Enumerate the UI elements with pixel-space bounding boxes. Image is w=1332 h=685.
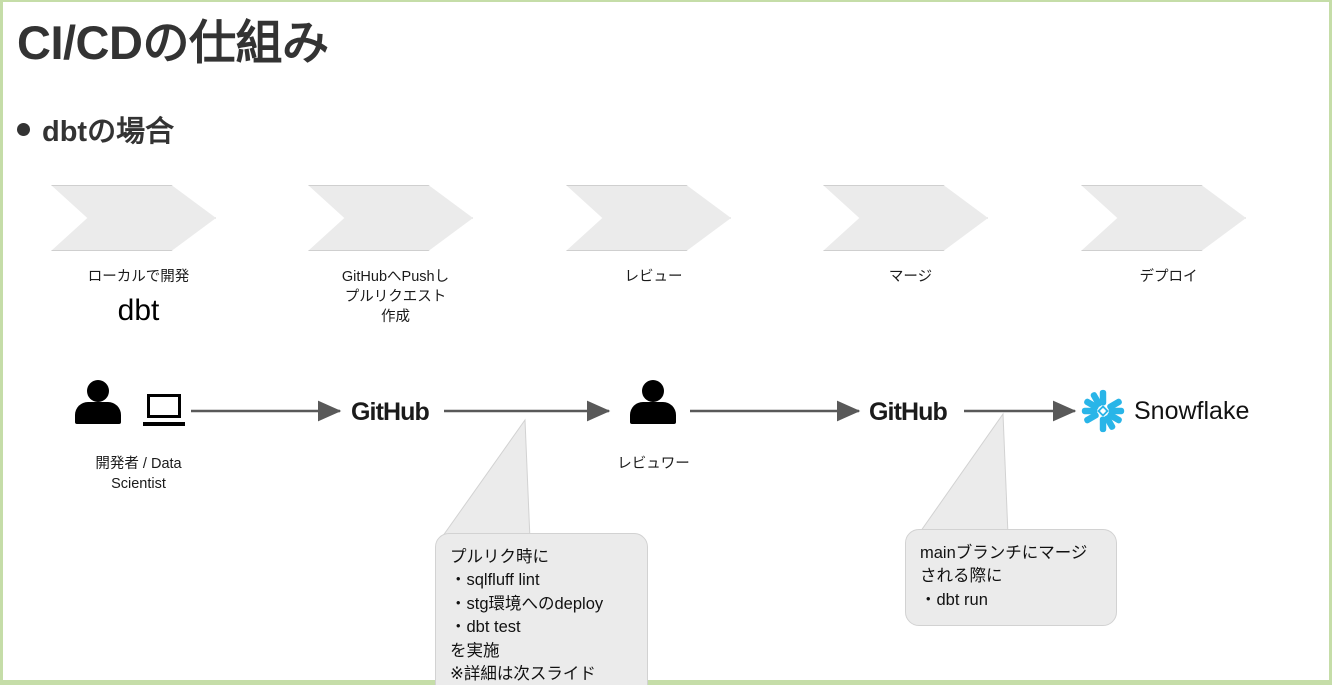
person-head [642, 380, 664, 402]
github-wordmark-1: GitHub [351, 398, 430, 426]
github-wordmark-2: GitHub [869, 398, 948, 426]
person-icon [630, 380, 676, 424]
snowflake-icon [1081, 389, 1125, 433]
flow-connectors [191, 400, 1077, 541]
callout-merge-main: mainブランチにマージ される際に ・dbt run [905, 529, 1117, 627]
chevron-step-2: GitHubへPushし プルリクエスト 作成 [308, 185, 483, 327]
chevron-label: マージ [888, 269, 933, 285]
chevron-label: GitHubへPushし プルリクエスト 作成 [341, 269, 450, 325]
snowflake-node: Snowflake [1080, 388, 1249, 434]
page-title: CI/CDの仕組み [17, 16, 329, 69]
laptop-icon [143, 394, 185, 426]
developer-person-icon [75, 380, 121, 424]
chevron-shape [566, 185, 731, 251]
laptop-screen [147, 394, 181, 418]
person-icon [75, 380, 121, 424]
snowflake-label: Snowflake [1134, 396, 1250, 425]
reviewer-person-icon [630, 380, 676, 424]
laptop-node [143, 394, 185, 426]
callout-pull-request: プルリク時に ・sqlfluff lint ・stg環境へのdeploy ・db… [435, 533, 648, 685]
developer-caption: 開発者 / Data Scientist [95, 456, 182, 492]
bullet-heading: dbtの場合 [17, 108, 174, 150]
chevron-shape [51, 185, 216, 251]
chevron-step-1: ローカルで開発 dbt [51, 185, 226, 326]
reviewer-caption: レビュワー [617, 456, 690, 472]
chevron-label: ローカルで開発 [87, 269, 190, 285]
chevron-label: レビュー [624, 269, 683, 285]
chevron-shape [823, 185, 988, 251]
person-body [630, 402, 676, 424]
chevron-step-4: マージ [823, 185, 998, 287]
person-head [87, 380, 109, 402]
bullet-dot-icon [17, 122, 30, 136]
chevron-label: デプロイ [1139, 269, 1198, 285]
laptop-base [143, 422, 185, 426]
chevron-shape [308, 185, 473, 251]
callout-tail-1 [439, 418, 531, 541]
chevron-shape [1081, 185, 1246, 251]
chevron-sublabel-dbt: dbt [117, 294, 160, 327]
person-body [75, 402, 121, 424]
chevron-step-3: レビュー [566, 185, 741, 287]
bullet-heading-label: dbtの場合 [42, 116, 175, 148]
chevron-step-5: デプロイ [1081, 185, 1256, 287]
callout-tail-2 [917, 412, 1009, 536]
